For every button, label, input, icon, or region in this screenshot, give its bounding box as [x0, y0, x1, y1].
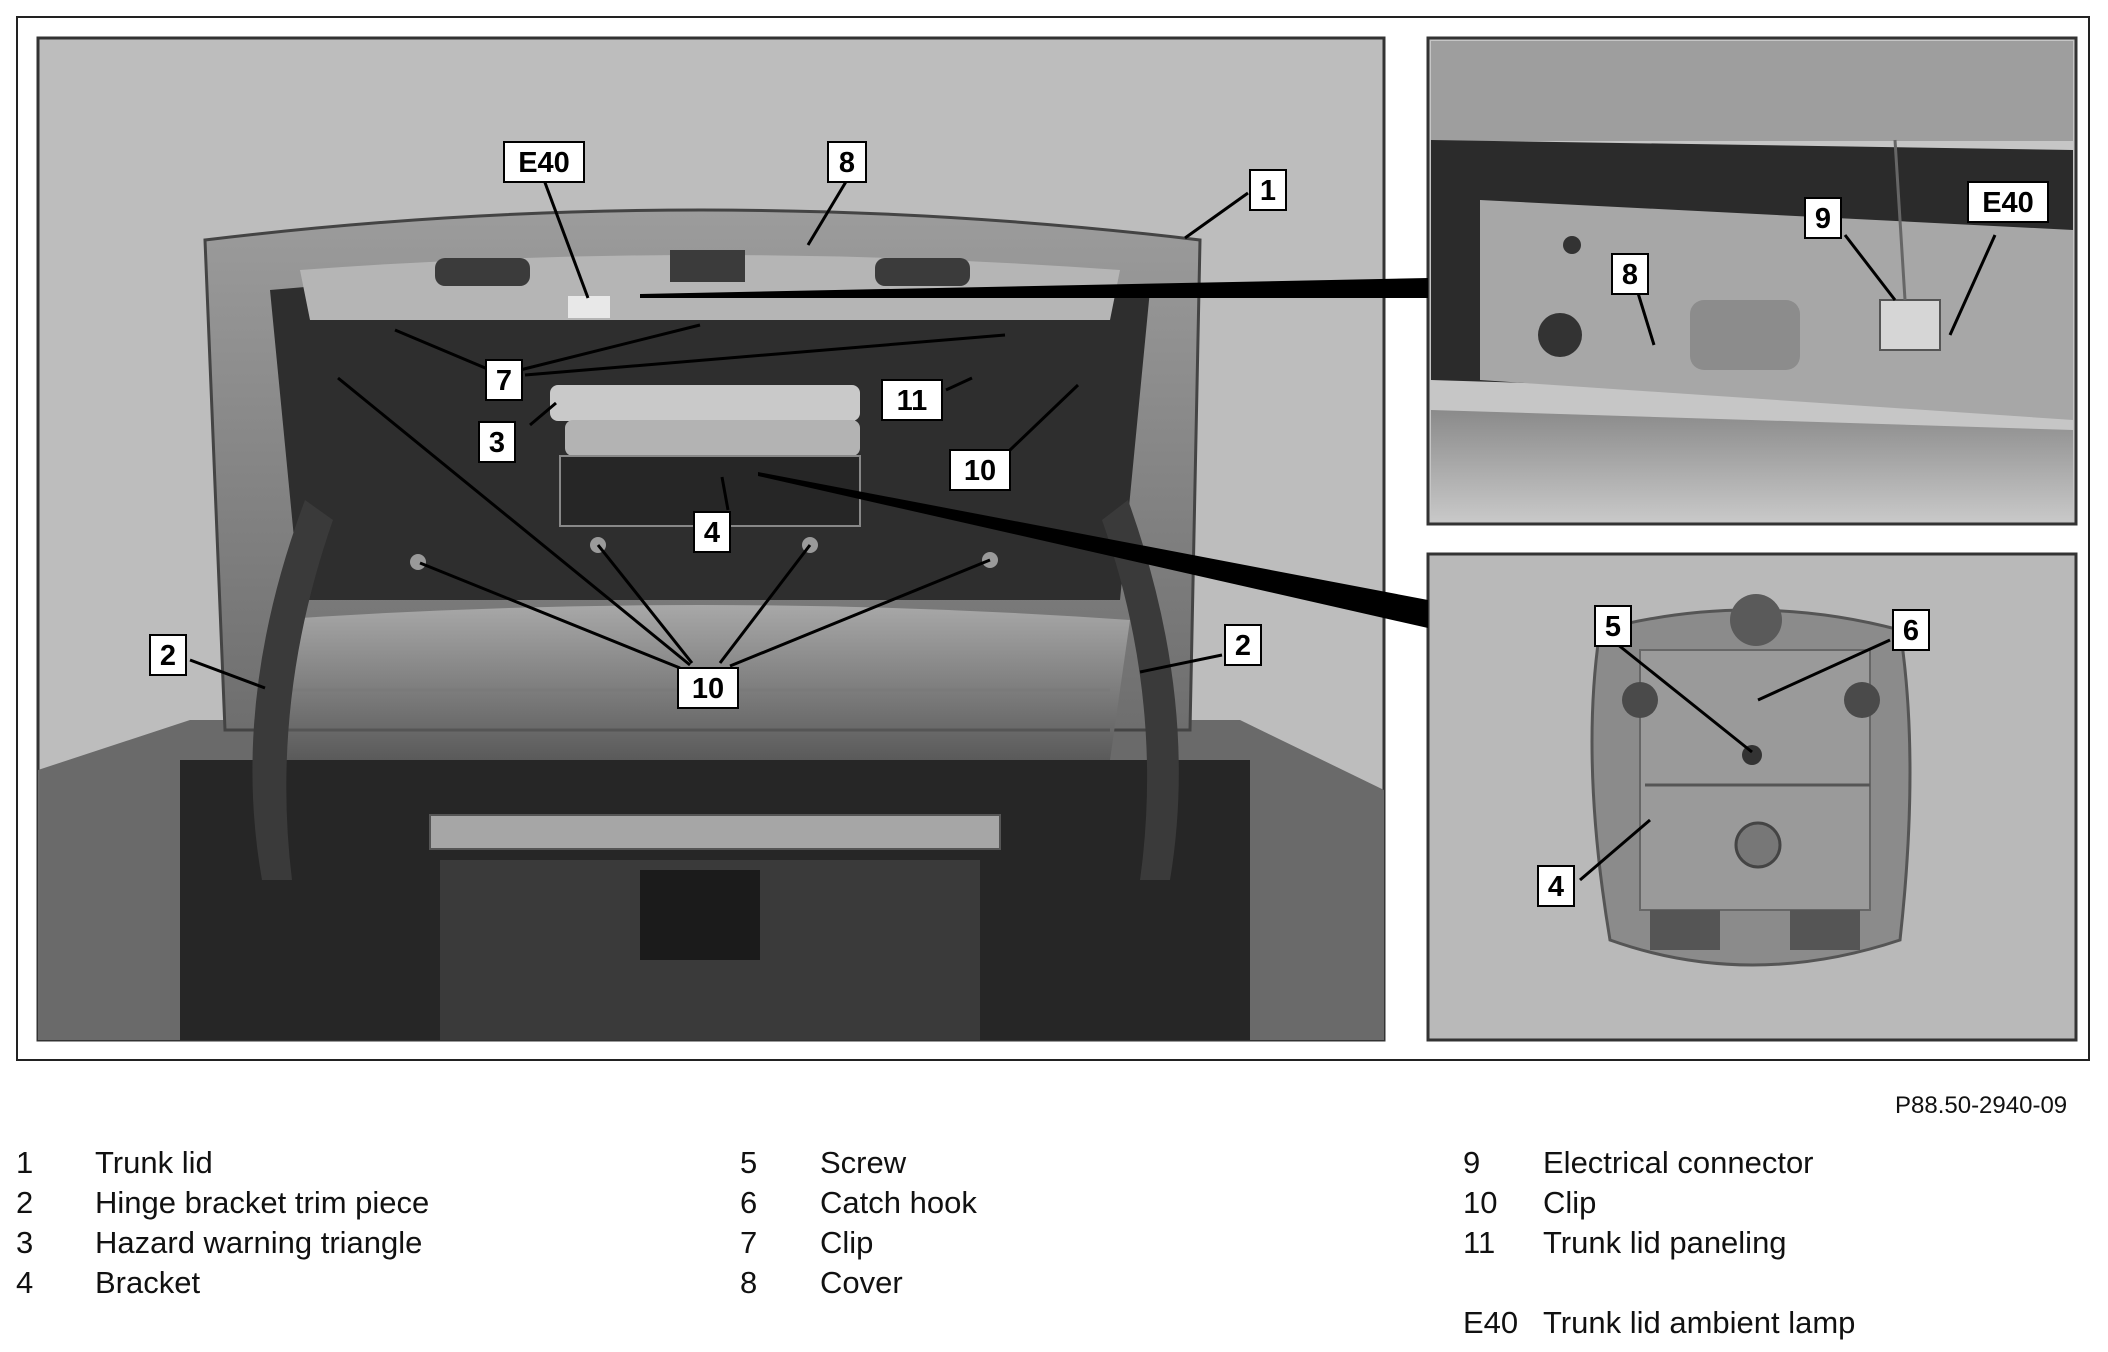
legend-num: 4	[16, 1265, 34, 1300]
figure-code: P88.50-2940-09	[1895, 1092, 2068, 1119]
svg-text:E40: E40	[1982, 187, 2034, 219]
legend-num: 9	[1463, 1145, 1481, 1180]
svg-text:7: 7	[496, 365, 512, 397]
legend-num: 10	[1463, 1185, 1498, 1220]
legend-num: 1	[16, 1145, 34, 1180]
callout-5-detail: 5	[1594, 605, 1632, 647]
callout-8-detail: 8	[1611, 253, 1649, 295]
svg-text:9: 9	[1815, 203, 1831, 235]
callout-4-detail: 4	[1537, 865, 1575, 907]
svg-text:2: 2	[160, 640, 176, 672]
callout-2-right: 2	[1224, 624, 1262, 666]
legend-num: 2	[16, 1185, 34, 1220]
callout-10-upper: 10	[949, 449, 1011, 491]
zoom-wedge-top	[640, 278, 1428, 298]
callout-1: 1	[1249, 169, 1287, 211]
callout-4-main: 4	[693, 511, 731, 553]
detail-photo-bracket	[1426, 552, 2078, 1042]
legend-num: 7	[740, 1225, 758, 1260]
svg-text:10: 10	[692, 673, 724, 705]
callout-e40-detail: E40	[1967, 181, 2049, 223]
svg-text:8: 8	[839, 147, 855, 179]
svg-text:11: 11	[897, 385, 928, 417]
callout-9-detail: 9	[1804, 197, 1842, 239]
callout-10-lower: 10	[677, 667, 739, 709]
legend-label: Hinge bracket trim piece	[95, 1185, 430, 1220]
legend-label: Clip	[1543, 1185, 1597, 1220]
svg-text:E40: E40	[518, 147, 570, 179]
legend-label: Trunk lid ambient lamp	[1543, 1305, 1856, 1340]
legend-label: Trunk lid	[95, 1145, 213, 1180]
legend-label: Hazard warning triangle	[95, 1225, 423, 1260]
legend-num: 6	[740, 1185, 758, 1220]
leader-lines	[189, 179, 1997, 882]
legend-num: 5	[740, 1145, 758, 1180]
callout-2-left: 2	[149, 634, 187, 676]
detail-photo-lamp	[1426, 36, 2078, 526]
svg-text:4: 4	[704, 517, 720, 549]
callout-7: 7	[485, 359, 523, 401]
legend-label: Electrical connector	[1543, 1145, 1814, 1180]
callouts: 1 E40 8 7 3 11 10 4 2 2 10 9 E40 8 5	[149, 141, 2049, 907]
zoom-wedge-bottom	[758, 472, 1428, 628]
legend-label: Catch hook	[820, 1185, 977, 1220]
svg-text:5: 5	[1605, 611, 1621, 643]
callout-e40-main: E40	[503, 141, 585, 183]
legend-label: Bracket	[95, 1265, 201, 1300]
svg-text:10: 10	[964, 455, 996, 487]
legend-num: E40	[1463, 1305, 1519, 1340]
svg-text:2: 2	[1235, 630, 1251, 662]
svg-text:4: 4	[1548, 871, 1564, 903]
svg-text:3: 3	[489, 427, 505, 459]
legend-label: Screw	[820, 1145, 907, 1180]
legend-label: Cover	[820, 1265, 903, 1300]
svg-text:8: 8	[1622, 259, 1638, 291]
legend-label: Clip	[820, 1225, 874, 1260]
callout-3: 3	[478, 421, 516, 463]
callout-8-main: 8	[827, 141, 867, 183]
svg-text:6: 6	[1903, 615, 1919, 647]
legend-num: 11	[1463, 1225, 1496, 1260]
callout-11: 11	[881, 379, 943, 421]
callout-6-detail: 6	[1892, 609, 1930, 651]
svg-text:1: 1	[1260, 175, 1276, 207]
legend-num: 8	[740, 1265, 758, 1300]
legend-num: 3	[16, 1225, 34, 1260]
legend-label: Trunk lid paneling	[1543, 1225, 1787, 1260]
